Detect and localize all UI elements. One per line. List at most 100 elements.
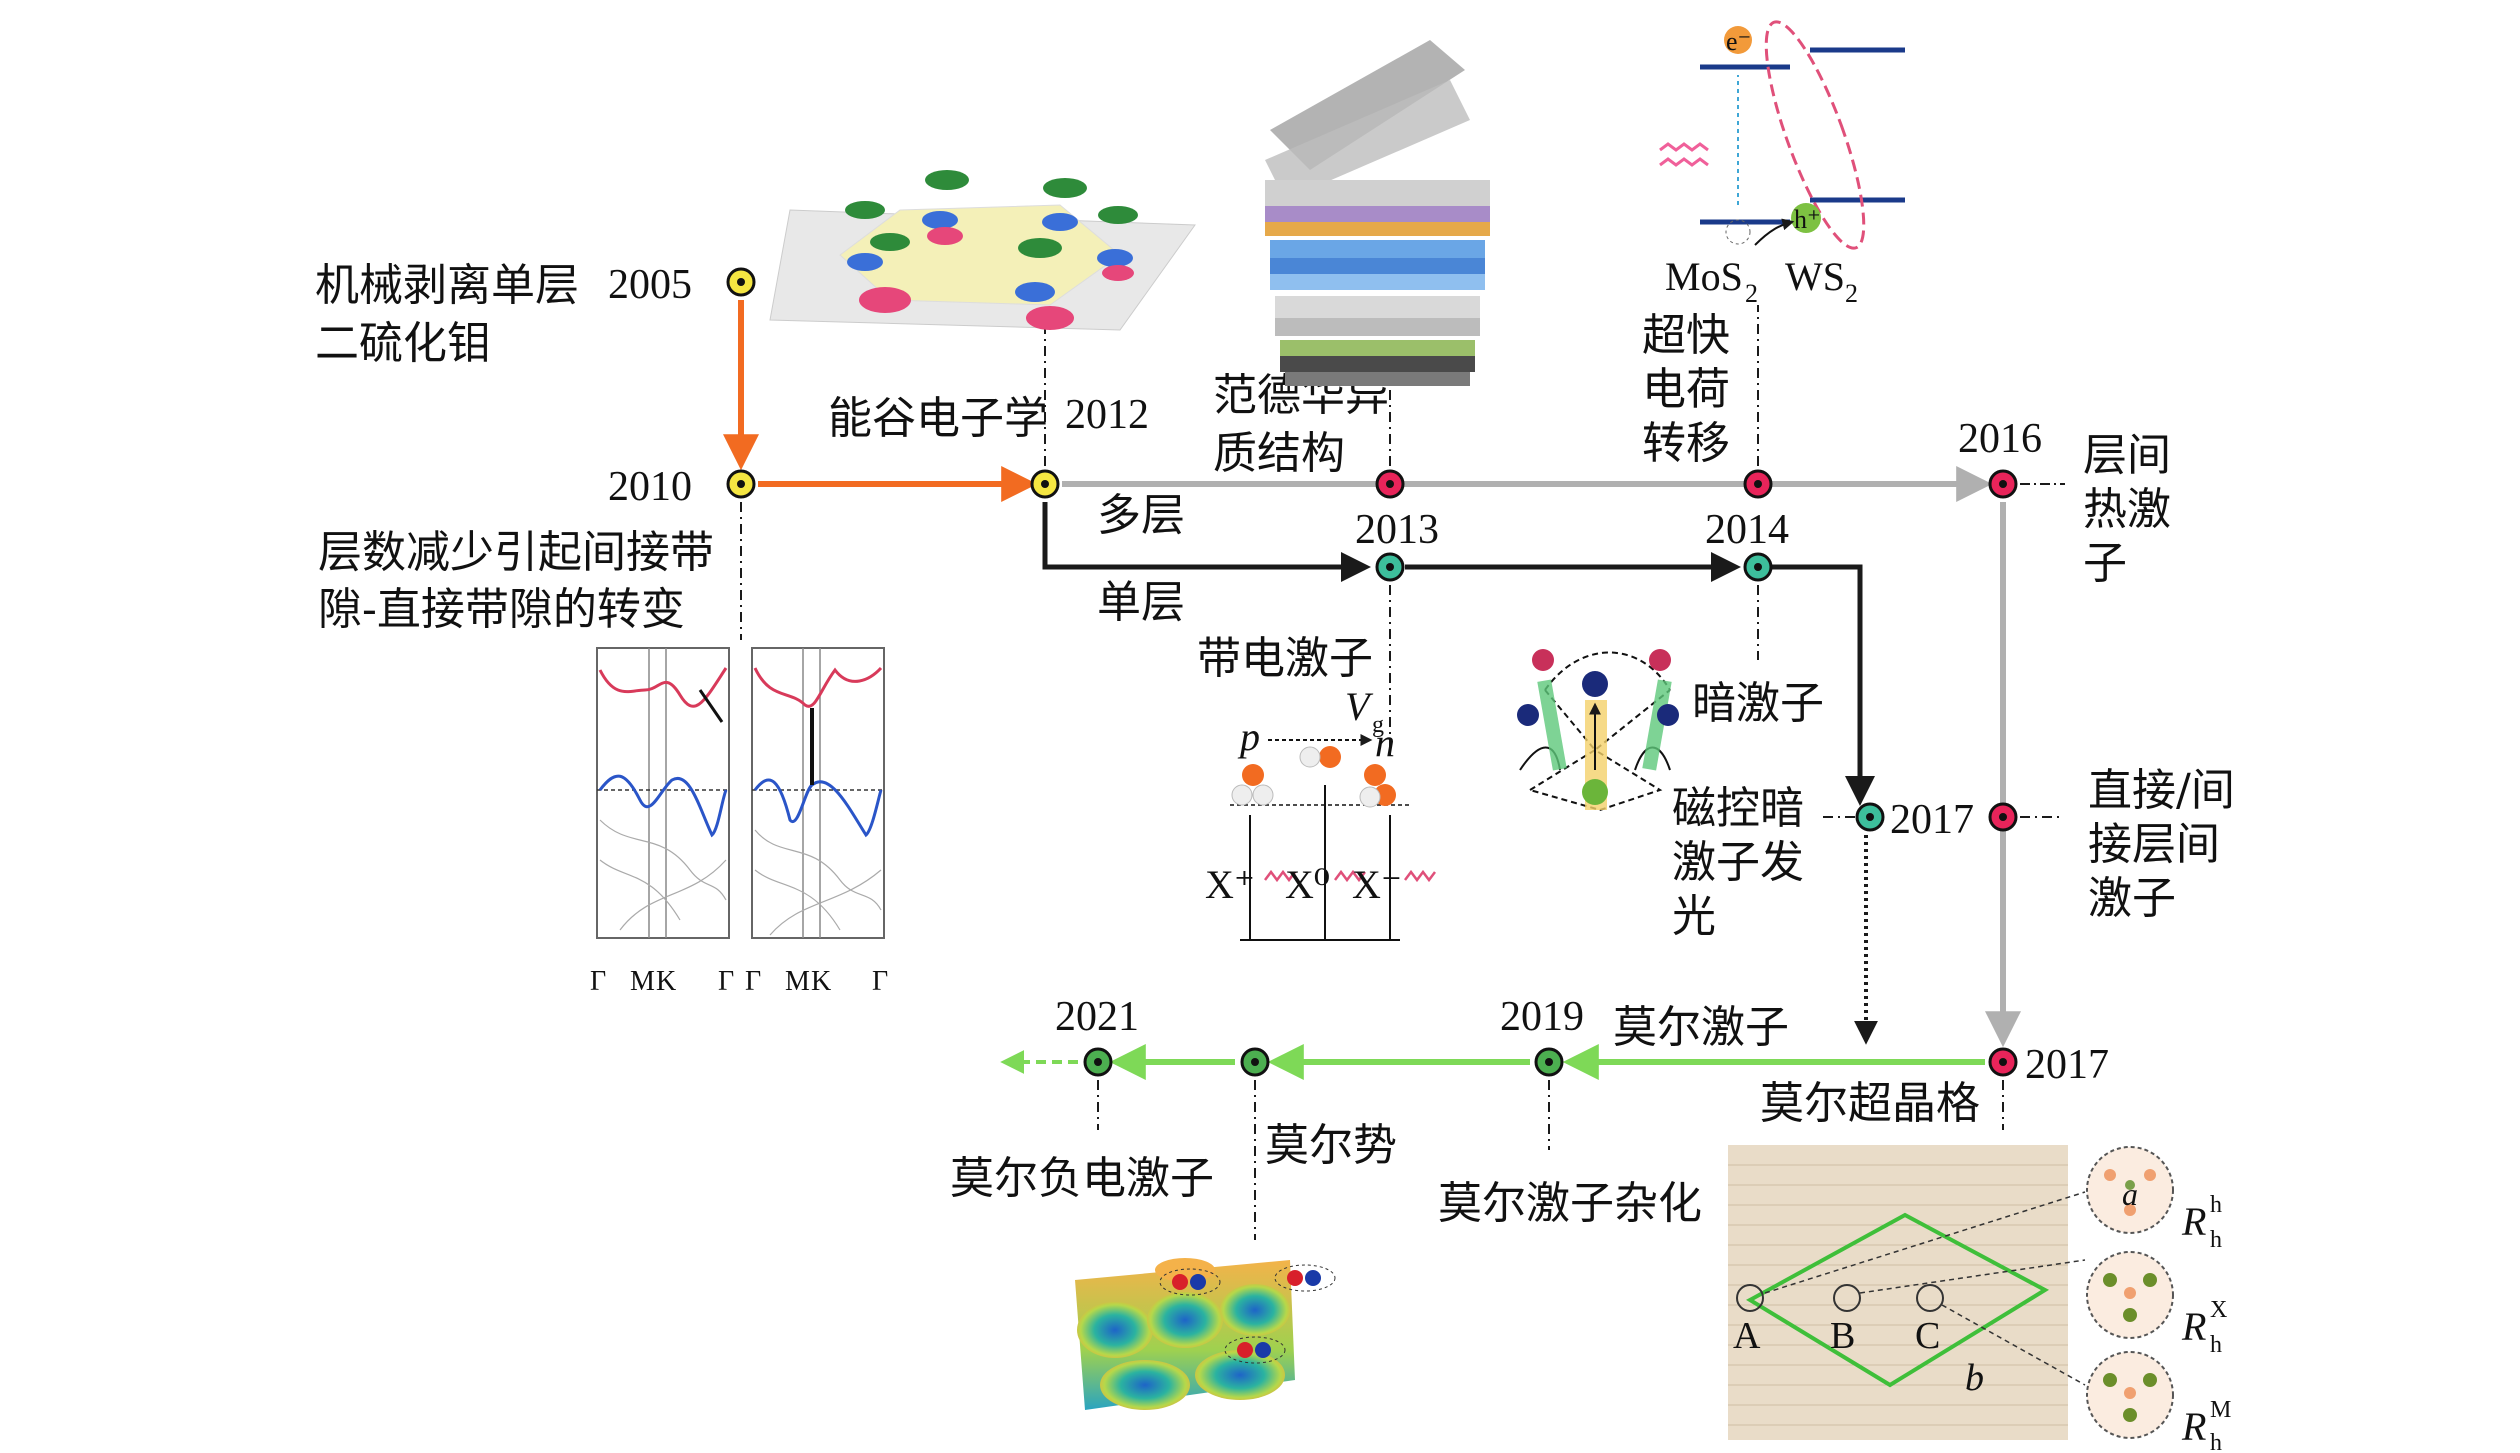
year-2016: 2016 [1958,416,2042,462]
node-2016 [1988,469,2018,499]
p-label: p [1237,714,1260,759]
rhm-label: R h M [2181,1397,2231,1453]
dark-exciton-inset [1517,649,1679,812]
charge-transfer-inset: e⁻ h⁺ MoS 2 WS 2 [1659,20,1905,308]
node-ultrafast [1743,469,1773,499]
label-interlayer-hot-2: 热激 [2083,484,2171,535]
node-2005 [726,267,756,297]
year-2017-moire: 2017 [2025,1042,2109,1088]
hole-label: h⁺ [1794,205,1821,234]
year-2010: 2010 [608,464,692,510]
label-moire-hybrid: 莫尔激子杂化 [1438,1178,1702,1229]
band-tick: M [630,966,655,997]
rhx-label: R h X [2181,1297,2227,1358]
node-2017-magnetic [1855,802,1885,832]
node-2019 [1534,1047,1564,1077]
band-tick: K [811,966,831,997]
event-labels: 机械剥离单层 二硫化钼 层数减少引起间接带 隙-直接带隙的转变 能谷电子学 范德… [315,260,2235,1229]
label-layer-transition-2: 隙-直接带隙的转变 [318,584,685,635]
svg-text:2: 2 [1745,279,1758,308]
x0-label: X⁰ [1285,862,1330,907]
year-2013: 2013 [1355,507,1439,553]
moire-superlattice-inset: A B C b a R h h R h X [1728,1145,2231,1453]
node-2010 [726,469,756,499]
label-direct-indirect-1: 直接/间 [2088,765,2235,816]
label-magnetic-dark-2: 激子发 [1672,837,1804,888]
svg-text:h: h [2210,1332,2222,1358]
band-tick: Γ [745,966,761,997]
label-moire-trion: 莫尔负电激子 [950,1153,1214,1204]
label-direct-indirect-3: 激子 [2088,873,2176,924]
svg-text:h: h [2210,1430,2222,1453]
label-dark-exciton: 暗激子 [1692,678,1824,729]
svg-text:MoS: MoS [1665,254,1743,299]
site-b-label: B [1830,1315,1855,1357]
rhh-label: R h h [2181,1192,2222,1253]
band-panel-left [596,647,730,939]
label-ultrafast-2: 电荷 [1642,364,1730,415]
node-potential [1240,1047,1270,1077]
svg-text:X: X [2210,1297,2227,1323]
node-2021 [1083,1047,1113,1077]
band-tick: Γ [872,966,888,997]
site-a-label: A [1733,1315,1761,1357]
vector-a-label: a [2122,1176,2138,1212]
label-mech-exfoliation-2: 二硫化钼 [315,318,491,369]
valleytronics-inset [769,170,1196,331]
svg-text:WS: WS [1785,254,1845,299]
node-2017-moire [1988,1047,2018,1077]
ws2-label: WS 2 [1785,254,1858,308]
band-panel-right [751,647,885,939]
year-2012: 2012 [1065,392,1149,438]
electron-label: e⁻ [1726,27,1751,56]
exciton-pair [1274,1264,1336,1292]
band-tick: M [785,966,810,997]
svg-text:R: R [2181,1199,2206,1244]
label-moire-potential: 莫尔势 [1265,1120,1397,1171]
exciton-pair [1159,1268,1221,1296]
label-interlayer-hot-1: 层间 [2083,430,2171,481]
xminus-label: X⁻ [1352,862,1402,907]
band-ticks: Γ M K Γ Γ M K Γ [590,966,888,997]
timeline-lines [723,300,2065,1080]
node-2017-direct-indirect [1988,802,2018,832]
charged-exciton-inset: V g p n X⁺ X⁰ X⁻ [1205,684,1436,941]
band-tick: Γ [718,966,734,997]
label-direct-indirect-2: 接层间 [2088,819,2220,870]
year-2019: 2019 [1500,994,1584,1040]
black-line-monolayer [1042,502,1371,582]
stacking-circle-rhm [2086,1351,2174,1439]
label-valleytronics: 能谷电子学 [828,393,1048,444]
n-label: n [1375,720,1395,765]
vg-label: V g [1345,684,1384,738]
svg-text:M: M [2210,1397,2231,1423]
stacking-circle-rhh: a [2086,1146,2174,1234]
year-2014: 2014 [1705,507,1789,553]
site-c-label: C [1915,1315,1940,1357]
label-mech-exfoliation-1: 机械剥离单层 [315,260,579,311]
label-ultrafast-1: 超快 [1642,310,1730,361]
label-monolayer: 单层 [1097,577,1185,628]
svg-text:V: V [1345,684,1374,729]
svg-text:h: h [2210,1192,2222,1218]
svg-text:R: R [2181,1404,2206,1449]
year-2021: 2021 [1055,994,1139,1040]
exciton-pair [1224,1336,1286,1364]
connector-lines [740,260,2060,1240]
stacking-circle-rhx [2086,1251,2174,1339]
label-multilayer: 多层 [1097,490,1185,541]
node-vdw [1375,469,1405,499]
node-2013 [1375,552,1405,582]
mos2-label: MoS 2 [1665,254,1758,308]
black-line-2014-2017 [1772,564,1875,806]
year-2005: 2005 [608,262,692,308]
node-2012 [1030,469,1060,499]
band-structure-inset: Γ M K Γ Γ M K Γ [590,647,888,997]
label-layer-transition-1: 层数减少引起间接带 [318,527,714,578]
moire-potential-inset [1075,1258,1336,1410]
label-vdw-2: 质结构 [1213,428,1345,479]
svg-text:g: g [1372,712,1384,738]
label-interlayer-hot-3: 子 [2083,538,2127,589]
vector-b-label: b [1965,1357,1984,1399]
